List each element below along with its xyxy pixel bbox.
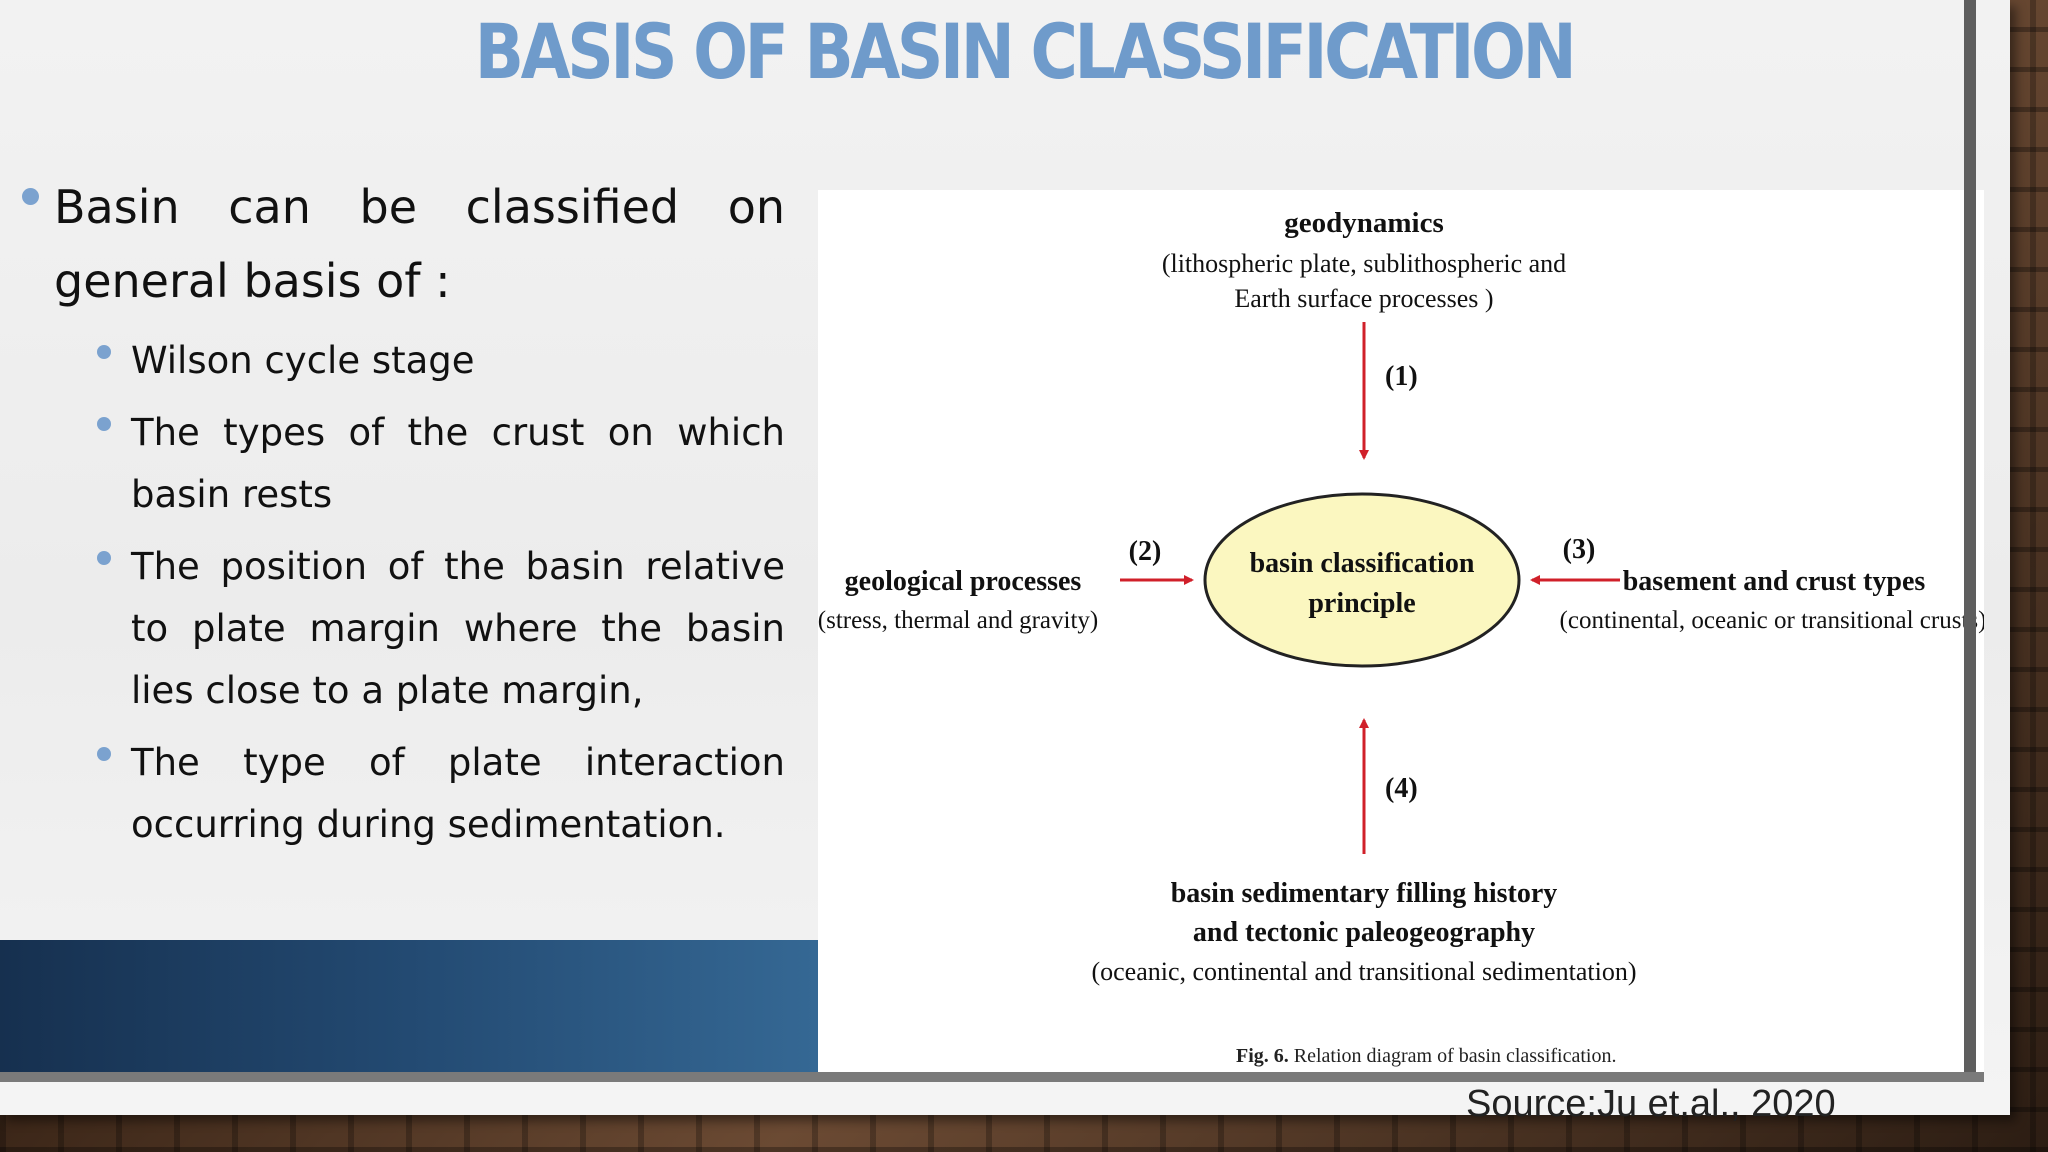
bullet-dot-icon xyxy=(97,551,111,565)
bullet-main: Basin can be classified on general basis… xyxy=(0,170,785,318)
bullet-dot-icon xyxy=(97,747,111,761)
bottom-desc: (oceanic, continental and transitional s… xyxy=(1091,957,1636,986)
sub-bullet-text: The types of the crust on which basin re… xyxy=(131,411,785,516)
bullet-main-text: Basin can be classified on general basis… xyxy=(54,180,785,308)
decorative-band xyxy=(0,940,818,1072)
sub-bullet: Wilson cycle stage xyxy=(0,330,785,392)
sub-bullet: The type of plate interaction occurring … xyxy=(0,732,785,856)
right-title: basement and crust types xyxy=(1623,566,1926,597)
figure-caption: Fig. 6. Relation diagram of basin classi… xyxy=(1236,1045,1616,1067)
top-desc-line2: Earth surface processes ) xyxy=(1234,284,1493,313)
right-desc: (continental, oceanic or transitional cr… xyxy=(1560,607,1984,634)
center-line2: principle xyxy=(1308,588,1415,619)
bottom-title-line1: basin sedimentary filling history xyxy=(1171,878,1558,909)
slide-frame-edge xyxy=(1964,0,1976,1082)
arrow-label-2: (2) xyxy=(1129,536,1162,567)
center-line1: basin classification xyxy=(1250,548,1475,579)
sub-bullet-text: The position of the basin relative to pl… xyxy=(131,545,785,712)
slide-title: BASIS OF BASIN CLASSIFICATION xyxy=(474,7,1577,96)
center-ellipse xyxy=(1203,492,1521,668)
slide: BASIS OF BASIN CLASSIFICATION Basin can … xyxy=(0,0,2010,1115)
figure-caption-text: Relation diagram of basin classification… xyxy=(1289,1045,1617,1067)
top-title: geodynamics xyxy=(1284,207,1444,239)
arrow-label-3: (3) xyxy=(1563,534,1596,565)
sub-bullet-text: Wilson cycle stage xyxy=(131,339,475,382)
sub-bullet-text: The type of plate interaction occurring … xyxy=(131,741,785,846)
bullet-dot-icon xyxy=(97,345,111,359)
basin-classification-diagram: geodynamics (lithospheric plate, sublith… xyxy=(818,207,1984,1067)
source-citation: Source:Ju et.al., 2020 xyxy=(1466,1083,1836,1125)
arrow-label-1: (1) xyxy=(1385,361,1418,392)
left-desc: (stress, thermal and gravity) xyxy=(818,607,1098,634)
left-title: geological processes xyxy=(845,566,1082,597)
bullet-dot-icon xyxy=(22,188,39,205)
bullet-dot-icon xyxy=(97,417,111,431)
bullet-list: Basin can be classified on general basis… xyxy=(0,170,785,856)
sub-bullet: The types of the crust on which basin re… xyxy=(0,402,785,526)
bottom-title-line2: and tectonic paleogeography xyxy=(1193,917,1535,948)
arrow-label-4: (4) xyxy=(1385,773,1418,804)
diagram-figure: geodynamics (lithospheric plate, sublith… xyxy=(818,190,1984,1072)
sub-bullet: The position of the basin relative to pl… xyxy=(0,536,785,722)
slide-frame-bottom xyxy=(0,1072,1984,1082)
figure-caption-label: Fig. 6. xyxy=(1236,1045,1289,1067)
top-desc-line1: (lithospheric plate, sublithospheric and xyxy=(1162,249,1566,278)
